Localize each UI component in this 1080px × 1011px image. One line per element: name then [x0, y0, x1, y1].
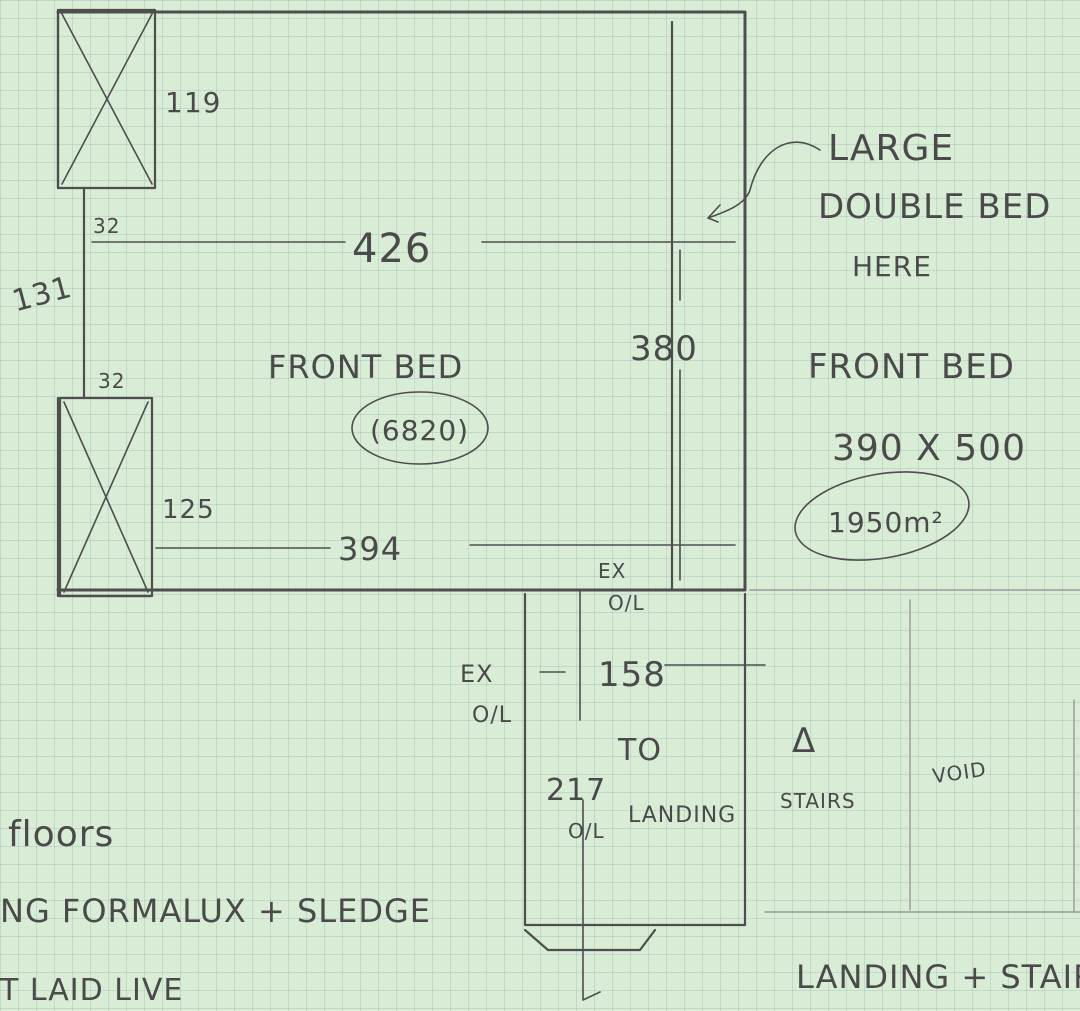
landing-dim: 217	[546, 773, 606, 808]
door-left-ex: EX	[460, 660, 494, 688]
note-leader-arrow	[707, 141, 821, 223]
width-top-dim: 426	[352, 226, 431, 272]
left-note-laid: T LAID LIVE	[0, 973, 183, 1008]
height-dim: 380	[630, 329, 698, 369]
width-bottom-dim: 394	[338, 530, 402, 568]
room-walls	[56, 10, 747, 598]
note-double-bed: DOUBLE BED	[818, 187, 1051, 227]
door-left-ol: O/L	[472, 703, 512, 728]
gap-top-dim: 32	[93, 214, 120, 238]
area-circle-right	[794, 471, 970, 561]
room-area-label: (6820)	[370, 414, 469, 447]
window-bottom-dim: 125	[162, 495, 215, 525]
landing-to: TO	[617, 733, 662, 768]
room-label: FRONT BED	[268, 348, 463, 386]
stairs-label: STAIRS	[780, 789, 856, 813]
window-bottom	[58, 396, 154, 598]
landing-outline	[523, 589, 766, 1001]
dimension-lines	[91, 241, 736, 581]
wall-left-dim: 131	[9, 270, 76, 319]
stairs-arrow: Δ	[792, 721, 816, 761]
right-room-title: FRONT BED	[808, 347, 1015, 387]
door-top-ex: EX	[598, 559, 626, 583]
window-top	[56, 8, 157, 190]
gap-bottom-dim: 32	[98, 369, 125, 393]
landing-label: LANDING	[628, 803, 736, 828]
right-room-area: 1950m²	[828, 506, 944, 539]
landing-ol: O/L	[568, 819, 605, 843]
window-top-dim: 119	[165, 86, 221, 119]
door-top-ol: O/L	[608, 591, 645, 615]
void-label: VOID	[931, 757, 988, 788]
void-outline	[749, 589, 1080, 913]
landing-width-dim: 158	[598, 655, 666, 695]
note-here: HERE	[852, 250, 932, 283]
right-room-size: 390 X 500	[832, 428, 1026, 469]
left-note-formalux: NG FORMALUX + SLEDGE	[0, 892, 431, 930]
area-circle-left	[351, 391, 489, 465]
left-note-floors: floors	[8, 814, 114, 855]
note-large: LARGE	[828, 128, 954, 169]
footer-landing-stairs: LANDING + STAIRS	[796, 958, 1080, 996]
